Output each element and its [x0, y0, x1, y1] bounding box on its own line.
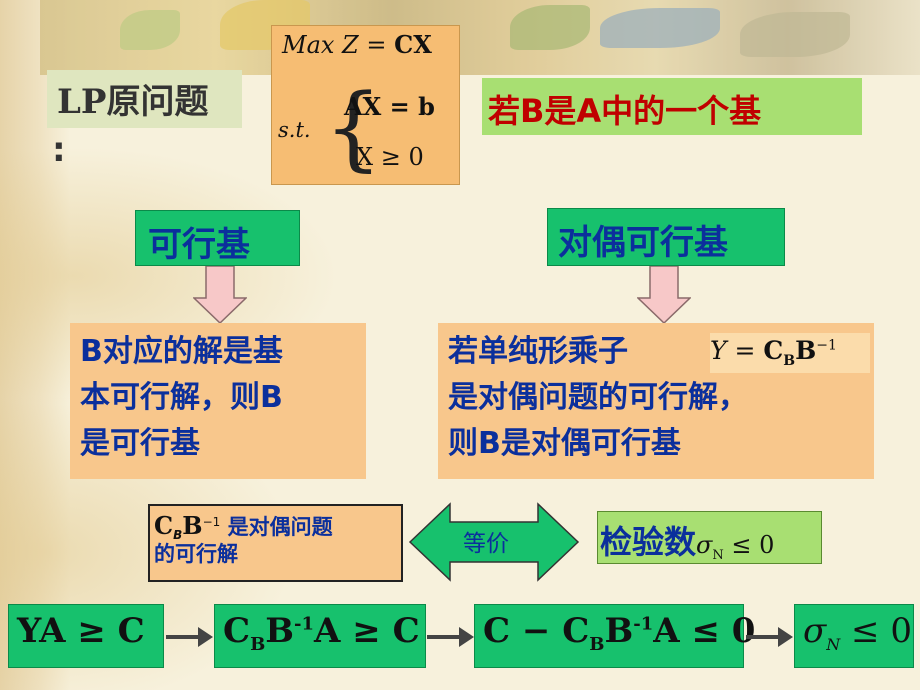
- f3-sup: -1: [633, 613, 654, 635]
- leaf-decoration: [510, 5, 590, 50]
- reduced-cost-formula: C − CBB-1A ≤ 0: [474, 604, 755, 668]
- cb-c: C: [154, 511, 174, 540]
- simplex-multiplier-formula: Y = CBB−1: [710, 333, 870, 373]
- leaf-decoration: [600, 8, 720, 48]
- formula-sup: −1: [816, 337, 837, 354]
- objective-rhs: CX: [394, 30, 432, 59]
- dual-constraint-formula: YA ≥ C: [8, 604, 164, 668]
- leaf-decoration: [120, 10, 180, 50]
- f3-b: B: [604, 611, 634, 651]
- desc-line: 是对偶问题的可行解，: [448, 380, 748, 415]
- double-arrow-icon: [408, 502, 580, 582]
- subject-to: s.t.: [278, 118, 311, 142]
- f2-sup: -1: [294, 613, 315, 635]
- desc-line: B对应的解是基: [80, 334, 283, 369]
- formula-b: B: [795, 336, 817, 365]
- right-arrow-icon: [746, 627, 793, 647]
- right-arrow-icon: [427, 627, 474, 647]
- constraint-brace: {: [324, 74, 383, 181]
- lp-title-colon: :: [52, 130, 66, 170]
- f3-rest: A ≤ 0: [653, 611, 756, 651]
- cb-sup: −1: [202, 515, 221, 529]
- dual-feasible-basis-description: 若单纯形乘子 是对偶问题的可行解， 则B是对偶可行基 Y = CBB−1: [438, 323, 874, 479]
- formula-y: Y: [710, 336, 727, 365]
- check-sigma: σN ≤ 0: [696, 531, 775, 562]
- sigma-formula: σN ≤ 0: [794, 604, 914, 668]
- objective-prefix: Max Z =: [282, 31, 395, 59]
- check-number-label: 检验数: [600, 523, 697, 561]
- basis-assumption: 若B是A中的一个基: [482, 78, 862, 135]
- f2-c: C: [223, 611, 251, 651]
- equivalence-label: 等价: [463, 531, 509, 557]
- lp-primal-title: LP原问题: [47, 70, 242, 128]
- f2-sub: B: [250, 633, 266, 655]
- decorative-banner: [40, 0, 920, 75]
- check-number-box: 检验数σN ≤ 0: [597, 511, 822, 564]
- sigma-relation: ≤ 0: [723, 531, 775, 559]
- substituted-formula: CBB-1A ≥ C: [214, 604, 426, 668]
- formula-eq: =: [726, 336, 764, 365]
- desc-line: 若单纯形乘子: [448, 334, 628, 369]
- f4-rest: ≤ 0: [840, 611, 912, 651]
- cb-b: B: [182, 511, 203, 540]
- right-arrow-icon: [166, 627, 213, 647]
- dual-text2: 的可行解: [154, 542, 238, 566]
- down-arrow-icon: [637, 266, 691, 324]
- lp-model-box: Max Z = CX s.t. { AX = b X ≥ 0: [271, 25, 460, 185]
- f2-b: B: [265, 611, 295, 651]
- dual-text1: 是对偶问题: [220, 515, 333, 539]
- formula-c: C: [763, 336, 784, 365]
- f3-pre: C − C: [483, 611, 590, 651]
- equivalence-arrow: 等价: [408, 502, 580, 582]
- feasible-basis-description: B对应的解是基 本可行解，则B 是可行基: [70, 323, 366, 479]
- down-arrow-icon: [193, 266, 247, 324]
- dual-statement-line1: CBB−1 是对偶问题: [154, 512, 401, 541]
- desc-line: 是可行基: [80, 426, 200, 461]
- feasible-basis-box: 可行基: [135, 210, 300, 266]
- desc-line: 本可行解，则B: [80, 380, 283, 415]
- f4-sigma: σ: [803, 611, 827, 651]
- f2-rest: A ≥ C: [314, 611, 420, 651]
- objective-line: Max Z = CX: [282, 30, 432, 59]
- desc-line: 则B是对偶可行基: [448, 426, 681, 461]
- cb-sub: B: [173, 528, 183, 543]
- f3-sub: B: [589, 633, 605, 655]
- f4-sub: N: [826, 634, 841, 654]
- sigma-symbol: σ: [696, 531, 713, 559]
- sigma-sub: N: [712, 547, 724, 563]
- leaf-decoration: [740, 12, 850, 57]
- dual-feasible-statement: CBB−1 是对偶问题 的可行解: [148, 504, 403, 582]
- dual-feasible-basis-box: 对偶可行基: [547, 208, 785, 266]
- constraint-equality: AX = b: [344, 92, 435, 121]
- constraint-nonnegativity: X ≥ 0: [356, 143, 424, 171]
- formula-sub: B: [783, 353, 796, 369]
